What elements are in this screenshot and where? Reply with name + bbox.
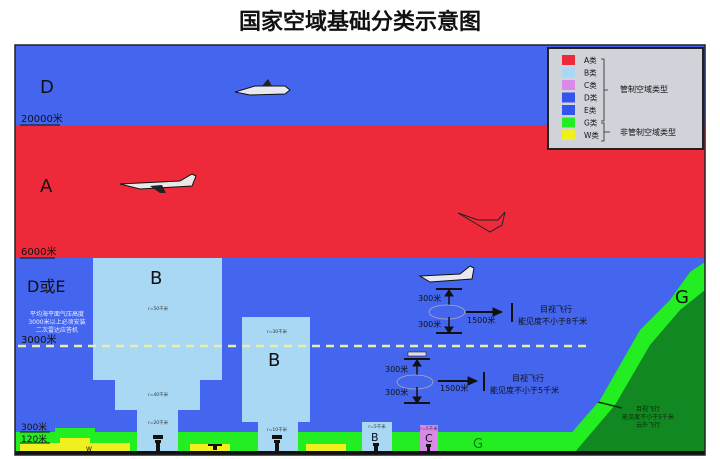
vfr-label: 目视飞行 bbox=[512, 373, 544, 383]
vfr-label: 300米 bbox=[418, 319, 441, 329]
airspace-b-medium bbox=[242, 317, 310, 452]
airspace-b-large bbox=[93, 258, 222, 452]
control-tower-icon bbox=[153, 435, 163, 452]
vfr-label: 300米 bbox=[385, 364, 408, 374]
legend-swatch bbox=[562, 92, 575, 103]
vfr-lower-diagram bbox=[396, 358, 485, 404]
diagram-title: 国家空域基础分类示意图 bbox=[238, 9, 481, 35]
w-zone bbox=[190, 444, 230, 452]
zone-c-label: C bbox=[425, 432, 433, 445]
vfr-label: 300米 bbox=[385, 387, 408, 397]
zone-b3-label: B bbox=[371, 431, 379, 444]
legend-label: B类 bbox=[584, 68, 597, 78]
legend: A类 B类 C类 D类 E类 G类 W类 管制空域类型 非管制空域类型 bbox=[547, 47, 704, 150]
drone-icon bbox=[208, 444, 222, 450]
legend-swatch bbox=[562, 117, 575, 128]
control-tower-icon bbox=[272, 435, 282, 452]
pointer-arrow bbox=[597, 401, 623, 409]
legend-uncontrolled-label: 非管制空域类型 bbox=[620, 127, 676, 137]
zone-d-label: D bbox=[40, 77, 54, 98]
w-zone bbox=[20, 443, 130, 452]
vfr-g-label: 云外飞行 bbox=[636, 421, 660, 429]
legend-label: C类 bbox=[584, 80, 597, 90]
zone-de-label: D或E bbox=[27, 277, 65, 296]
zone-g-mountain-label: G bbox=[675, 287, 689, 308]
radius-label: r=5千米 bbox=[368, 423, 386, 430]
mountain bbox=[575, 290, 705, 452]
alt-120: 120米 bbox=[21, 433, 47, 445]
control-tower-icon bbox=[426, 444, 431, 452]
legend-swatch bbox=[562, 67, 575, 78]
airspace-c bbox=[420, 425, 438, 452]
w-zone bbox=[306, 444, 346, 452]
vfr-g-label: 目视飞行 bbox=[636, 405, 660, 413]
legend-controlled-label: 管制空域类型 bbox=[620, 84, 668, 94]
alt-300: 300米 bbox=[21, 421, 47, 433]
control-tower-icon bbox=[373, 443, 379, 452]
vfr-label: 能见度不小于5千米 bbox=[490, 385, 559, 395]
vfr-label: 能见度不小于8千米 bbox=[518, 316, 587, 326]
alt-3000: 3000米 bbox=[21, 333, 56, 346]
radius-label: r=50千米 bbox=[148, 305, 169, 312]
legend-label: G类 bbox=[584, 118, 598, 128]
note-line: 3000米以上必须安装 bbox=[28, 318, 85, 326]
small-aircraft-icon bbox=[407, 351, 427, 357]
vfr-upper-diagram bbox=[428, 288, 513, 334]
radius-label: r=10千米 bbox=[267, 426, 288, 433]
w-label: W bbox=[86, 446, 92, 453]
legend-label: E类 bbox=[584, 105, 597, 115]
airliner-icon bbox=[418, 265, 475, 283]
zone-g-label: G bbox=[473, 437, 483, 452]
legend-label: A类 bbox=[584, 55, 597, 65]
zone-b1-label: B bbox=[150, 268, 162, 289]
airliner-icon bbox=[119, 173, 197, 193]
legend-label: D类 bbox=[584, 93, 598, 103]
radius-label: r=20千米 bbox=[148, 419, 169, 426]
zone-b2-label: B bbox=[268, 350, 280, 371]
fighter-jet-icon bbox=[457, 211, 506, 233]
legend-swatch bbox=[562, 80, 575, 90]
radius-label: r=40千米 bbox=[148, 391, 169, 398]
vfr-g-label: 能见度不小于5千米 bbox=[622, 413, 674, 421]
space-shuttle-icon bbox=[234, 79, 291, 96]
vfr-label: 1500米 bbox=[467, 315, 495, 325]
legend-swatch bbox=[562, 130, 575, 140]
legend-swatch bbox=[562, 105, 575, 115]
zone-a-label: A bbox=[40, 176, 53, 197]
radius-label: r=30千米 bbox=[267, 328, 288, 335]
vfr-label: 300米 bbox=[418, 293, 441, 303]
alt-20000: 20000米 bbox=[21, 112, 63, 125]
legend-swatch bbox=[562, 55, 575, 65]
alt-6000: 6000米 bbox=[21, 245, 56, 258]
vfr-label: 1500米 bbox=[440, 383, 468, 393]
note-line: 二次雷达应答机 bbox=[36, 326, 78, 334]
legend-label: W类 bbox=[584, 130, 599, 140]
radius-label: r=5千米 bbox=[420, 425, 438, 432]
vfr-label: 目视飞行 bbox=[540, 304, 572, 314]
note-line: 平均海平面气压高度 bbox=[30, 310, 84, 318]
